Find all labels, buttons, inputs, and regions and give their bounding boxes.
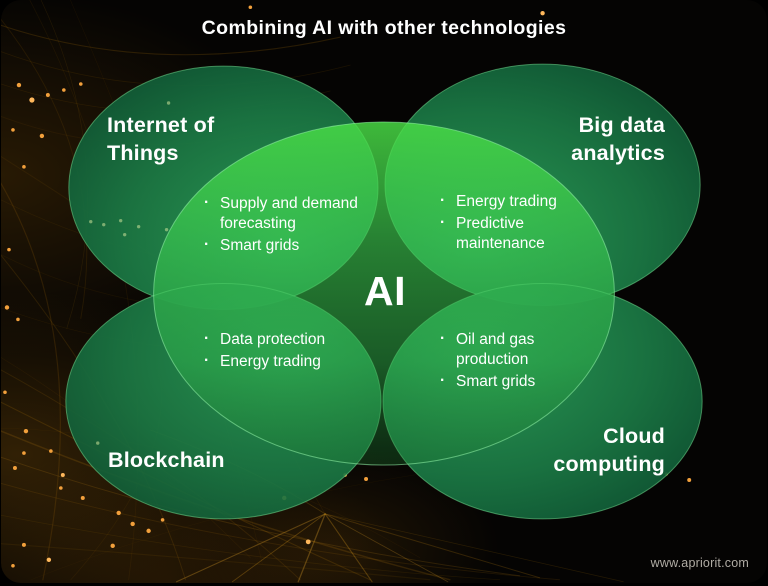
list-item-text: Smart grids <box>220 237 300 254</box>
list-item-text: Oil and gas production <box>456 331 535 368</box>
circle-label-blockchain: Blockchain <box>108 448 225 472</box>
center-ai-label: AI <box>364 268 406 314</box>
list-item-text: Data protection <box>220 331 326 348</box>
overlap-list-big-data-analytics: Energy trading Predictive maintenance <box>439 191 589 256</box>
list-item: Energy trading <box>439 191 589 212</box>
list-item: Data protection <box>203 329 383 350</box>
list-item: Supply and demand forecasting <box>203 193 393 234</box>
circle-label-internet-of-things: Internet of Things <box>107 113 215 165</box>
list-item-text: Energy trading <box>456 193 557 210</box>
list-item: Oil and gas production <box>439 329 561 370</box>
list-item-text: Smart grids <box>456 373 536 390</box>
list-item: Predictive maintenance <box>439 213 589 254</box>
list-item: Energy trading <box>203 351 383 372</box>
list-item-text: Predictive maintenance <box>456 215 545 252</box>
list-item-text: Supply and demand forecasting <box>220 195 358 232</box>
page-title: Combining AI with other technologies <box>201 17 567 39</box>
overlap-list-blockchain: Data protection Energy trading <box>203 329 383 374</box>
circle-label-big-data-analytics: Big data analytics <box>571 113 665 165</box>
overlap-list-cloud-computing: Oil and gas production Smart grids <box>439 329 561 394</box>
list-item: Smart grids <box>203 235 393 256</box>
network-node-dots <box>89 101 171 445</box>
list-item: Smart grids <box>439 371 561 392</box>
website-watermark: www.apriorit.com <box>650 556 749 570</box>
circle-label-cloud-computing: Cloud computing <box>553 424 665 476</box>
list-item-text: Energy trading <box>220 353 321 370</box>
overlap-list-internet-of-things: Supply and demand forecasting Smart grid… <box>203 193 393 258</box>
